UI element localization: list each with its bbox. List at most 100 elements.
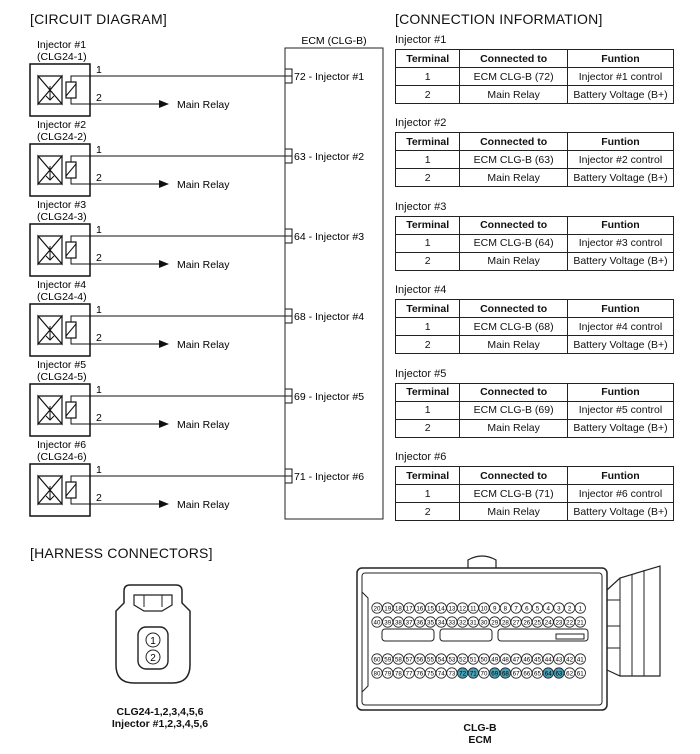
ecm-pin-number: 47: [513, 656, 520, 663]
table-header: Terminal: [394, 215, 461, 235]
ecm-pin-number: 68: [502, 670, 509, 677]
ecm-pin-number: 13: [448, 605, 455, 612]
small-connector-pin-2: 2: [150, 653, 156, 664]
pin-2-label: 2: [96, 252, 102, 264]
ecm-pin-number: 29: [491, 619, 498, 626]
table-header: Funtion: [566, 382, 675, 402]
table-header: Terminal: [394, 132, 461, 152]
table-cell: Battery Voltage (B+): [566, 502, 675, 521]
pin-2-label: 2: [96, 492, 102, 504]
table-cell: 2: [394, 502, 461, 521]
ecm-pin-number: 15: [427, 605, 434, 612]
table-cell: 1: [394, 150, 461, 170]
ecm-pin-number: 33: [448, 619, 455, 626]
ecm-pin-number: 44: [545, 656, 552, 663]
ecm-pin-number: 17: [406, 605, 413, 612]
ecm-pin-number: 51: [470, 656, 477, 663]
ecm-pin-label: 71 - Injector #6: [294, 471, 364, 483]
table-cell: ECM CLG-B (71): [459, 484, 568, 503]
table-header: Terminal: [394, 49, 461, 68]
injector-name: Injector #2: [37, 119, 86, 131]
injector-code: (CLG24-6): [37, 451, 87, 463]
pin-1-label: 1: [96, 464, 102, 476]
main-relay-label: Main Relay: [177, 99, 230, 111]
pin-1-label: 1: [96, 224, 102, 236]
ecm-pin-number: 65: [534, 670, 541, 677]
table-header: Funtion: [566, 49, 675, 68]
ecm-pin: [574, 616, 586, 628]
injector-name: Injector #1: [37, 39, 86, 51]
ecm-pin-number: 23: [555, 619, 562, 626]
table-cell: Battery Voltage (B+): [566, 168, 675, 188]
pin-1-label: 1: [96, 144, 102, 156]
ecm-pin-number: 12: [459, 605, 466, 612]
ecm-pin-number: 20: [374, 605, 381, 612]
ecm-pin-number: 49: [491, 656, 498, 663]
ecm-pin-number: 32: [459, 619, 466, 626]
injector-symbol-icon: [37, 314, 90, 346]
table-header: Funtion: [566, 132, 675, 152]
ecm-pin-number: 34: [438, 619, 445, 626]
ecm-pin-label: 68 - Injector #4: [294, 311, 364, 323]
ecm-pin: [574, 602, 586, 614]
injector-box: [29, 463, 91, 517]
table-header: Connected to: [459, 299, 568, 319]
injector-symbol-icon: [37, 234, 90, 266]
ecm-pin-number: 69: [491, 670, 498, 677]
ecm-pin-number: 43: [555, 656, 562, 663]
ecm-pin-number: 30: [481, 619, 488, 626]
table-cell: Injector #4 control: [566, 317, 675, 337]
ecm-box: [284, 47, 384, 520]
table-cell: Main Relay: [459, 251, 568, 271]
ecm-pin-number: 24: [545, 619, 552, 626]
table-header: Connected to: [459, 215, 568, 235]
table-cell: ECM CLG-B (68): [459, 317, 568, 337]
small-connector-caption: Injector #1,2,3,4,5,6: [111, 718, 209, 730]
table-cell: 2: [394, 251, 461, 271]
table-cell: 2: [394, 85, 461, 104]
injector-code: (CLG24-5): [37, 371, 87, 383]
table-cell: Injector #6 control: [566, 484, 675, 503]
ecm-pin-number: 58: [395, 656, 402, 663]
ecm-pin-number: 6: [525, 605, 529, 612]
ecm-pin-label: 72 - Injector #1: [294, 71, 364, 83]
ecm-pin-number: 25: [534, 619, 541, 626]
ecm-pin-number: 27: [513, 619, 520, 626]
ecm-pin-label: 64 - Injector #3: [294, 231, 364, 243]
table-cell: Battery Voltage (B+): [566, 335, 675, 355]
ecm-pin-number: 72: [459, 670, 466, 677]
ecm-pin-number: 7: [514, 605, 518, 612]
ecm-pin-number: 78: [395, 670, 402, 677]
injector-name: Injector #4: [37, 279, 86, 291]
ecm-connector-caption: CLG-B: [463, 722, 497, 734]
ecm-pin-number: 3: [557, 605, 561, 612]
ecm-connector-caption: ECM: [468, 734, 492, 746]
main-relay-label: Main Relay: [177, 339, 230, 351]
ecm-pin-number: 40: [374, 619, 381, 626]
connection-block-label: Injector #3: [395, 200, 447, 213]
injector-symbol-icon: [37, 74, 90, 106]
table-cell: Injector #2 control: [566, 150, 675, 170]
ecm-pin-number: 76: [416, 670, 423, 677]
ecm-pin-number: 73: [448, 670, 455, 677]
table-cell: 1: [394, 317, 461, 337]
ecm-pin-number: 56: [416, 656, 423, 663]
